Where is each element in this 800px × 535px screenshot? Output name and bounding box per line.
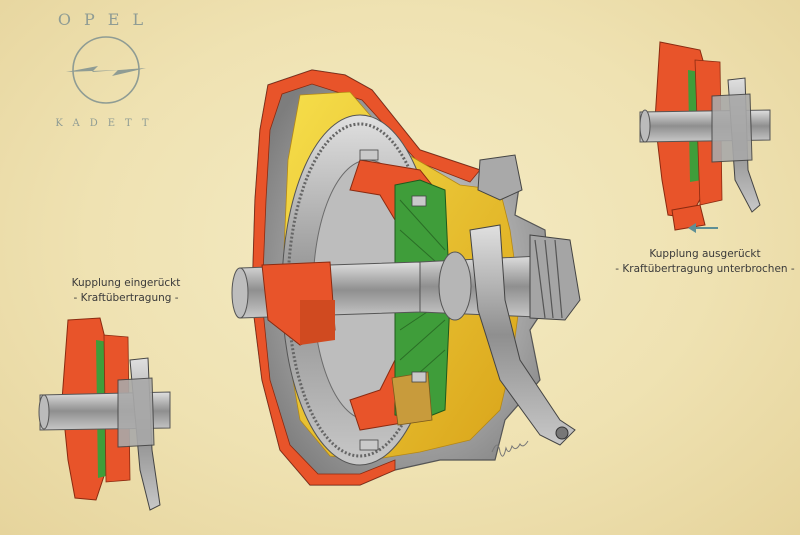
brand-name: OPEL (57, 10, 157, 29)
caption-engaged: Kupplung eingerückt - Kraftübertragung - (26, 276, 226, 306)
clutch-engaged-diagram (38, 317, 171, 511)
signature-icon (491, 440, 529, 457)
caption-engaged-sub: - Kraftübertragung - (73, 292, 179, 304)
brand-model: KADETT (55, 118, 159, 129)
clutch-disengaged-diagram (639, 41, 771, 233)
caption-disengaged-title: Kupplung ausgerückt (649, 248, 761, 260)
arrow-left-icon (688, 223, 696, 233)
caption-engaged-title: Kupplung eingerückt (71, 277, 181, 289)
main-clutch-cutaway (231, 69, 581, 486)
caption-disengaged: Kupplung ausgerückt - Kraftübertragung u… (610, 247, 800, 277)
caption-disengaged-sub: - Kraftübertragung unterbrochen - (615, 263, 795, 275)
opel-logo-icon (66, 36, 146, 104)
